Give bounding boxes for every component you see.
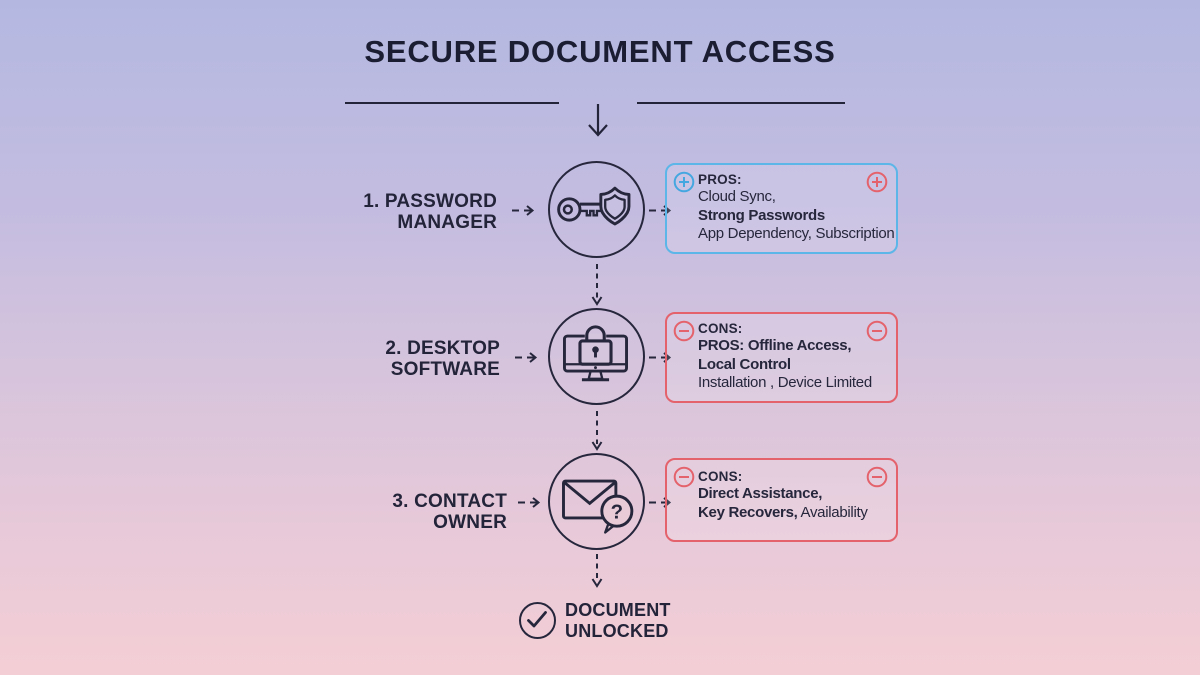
dashed-arrow-right-icon — [518, 497, 541, 508]
step-2-circle — [548, 308, 645, 405]
key-shield-icon — [557, 187, 631, 226]
box-line: Strong Passwords — [698, 206, 825, 224]
box-line: Installation , Device Limited — [698, 374, 872, 391]
step-1-pros-box: PROS: Cloud Sync, Strong Passwords App D… — [665, 163, 898, 254]
box-heading: PROS: — [698, 172, 742, 187]
step-1-circle — [548, 161, 645, 258]
box-line: Cloud Sync, — [698, 188, 776, 205]
box-line: Local Control — [698, 355, 791, 373]
dashed-arrow-down-icon — [591, 264, 603, 306]
monitor-lock-icon — [563, 325, 629, 382]
box-heading: CONS: — [698, 321, 743, 336]
box-line: Key Recovers, Availability — [698, 504, 894, 523]
checkmark-icon — [527, 611, 548, 628]
step-2-cons-box: CONS: PROS: Offline Access, Local Contro… — [665, 312, 898, 403]
minus-circle-icon — [866, 320, 888, 342]
step-3-label: 3. CONTACT OWNER — [392, 491, 507, 533]
dashed-arrow-down-icon — [591, 554, 603, 588]
box-line: PROS: Offline Access, — [698, 337, 852, 354]
title-rule-left — [345, 102, 559, 104]
box-heading: CONS: — [698, 469, 743, 484]
step-1-label: 1. PASSWORD MANAGER — [363, 191, 497, 233]
page-title: SECURE DOCUMENT ACCESS — [364, 34, 836, 69]
step-3-cons-box: CONS: Direct Assistance, Key Recovers, A… — [665, 458, 898, 542]
dashed-arrow-down-icon — [591, 411, 603, 451]
minus-circle-icon — [673, 466, 695, 488]
box-line: App Dependency, Subscription — [698, 225, 895, 242]
result-label: DOCUMENT UNLOCKED — [565, 600, 671, 641]
dashed-arrow-right-icon — [512, 205, 535, 216]
dashed-arrow-right-icon — [515, 352, 538, 363]
box-line-bold-segment: Key Recovers, — [698, 503, 798, 521]
plus-circle-icon — [673, 171, 695, 193]
check-circle-icon — [519, 602, 556, 639]
minus-circle-icon — [866, 466, 888, 488]
box-line: Direct Assistance, — [698, 485, 823, 502]
svg-text:?: ? — [611, 502, 623, 524]
solid-arrow-down-icon — [588, 104, 608, 137]
plus-circle-icon — [866, 171, 888, 193]
title-rule-right — [637, 102, 845, 104]
minus-circle-icon — [673, 320, 695, 342]
box-line-regular-segment: Availability — [800, 503, 868, 521]
envelope-question-icon: ? — [562, 480, 634, 535]
step-2-label: 2. DESKTOP SOFTWARE — [385, 338, 500, 380]
step-3-circle: ? — [548, 453, 645, 550]
